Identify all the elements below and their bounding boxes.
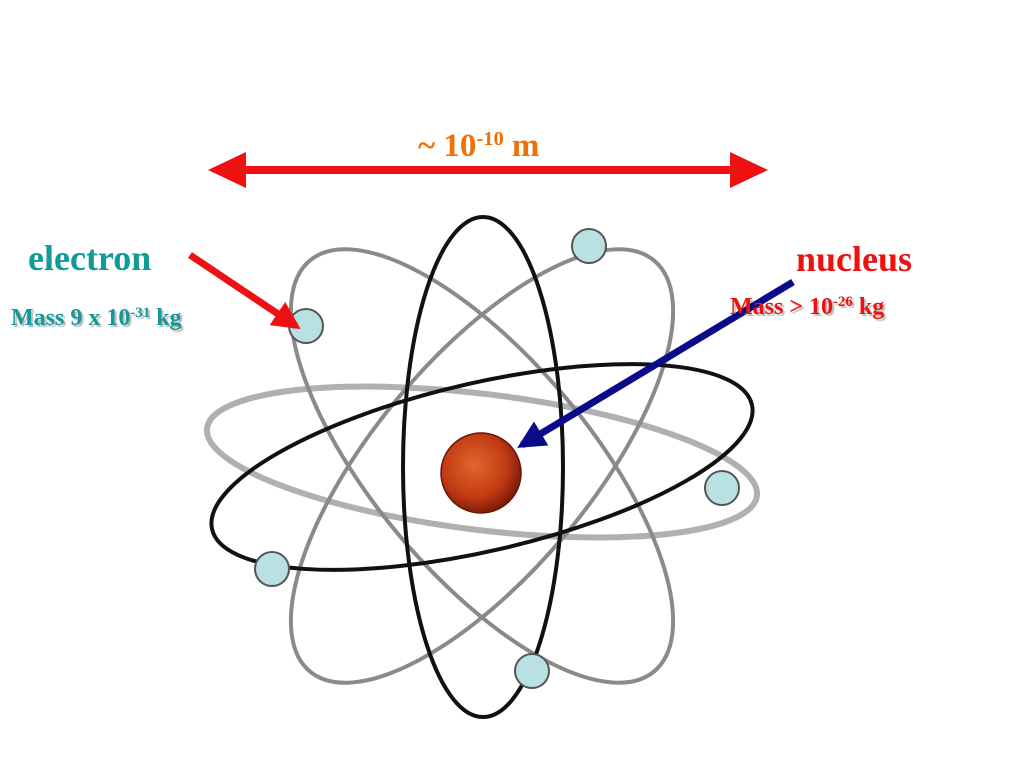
nucleus-mass-label: Mass > 10-26 kg [730, 293, 885, 320]
orbit-diagonal-right [288, 247, 676, 685]
scale-label-prefix: ~ 10 [418, 128, 477, 164]
electron-label: electron [28, 238, 152, 278]
orbits [203, 215, 761, 719]
electron-mass-prefix: Mass 9 x 10 [11, 305, 131, 331]
electron-mass-label: Mass 9 x 10-31 kg [11, 304, 182, 331]
scale-label-unit: m [503, 128, 540, 164]
electron-mass-exponent: -31 [130, 304, 151, 321]
electron-dot [514, 653, 550, 689]
nucleus-mass-unit: kg [852, 294, 885, 320]
electron-pointer-arrow [188, 252, 301, 330]
orbit-tilted-black [209, 362, 755, 572]
nucleus-pointer-arrow [517, 279, 795, 448]
nucleus-mass-prefix: Mass > 10 [730, 294, 834, 320]
nucleus-label: nucleus [796, 239, 913, 279]
nucleus-mass-exponent: -26 [833, 293, 853, 310]
electron-mass-unit: kg [150, 305, 182, 331]
electron-dot [571, 228, 607, 264]
electron-dot [254, 551, 290, 587]
orbit-horizontal-gray [203, 383, 761, 541]
nucleus-sphere [440, 432, 522, 514]
scale-label: ~ 10-10 m [418, 127, 540, 164]
orbit-diagonal-left [288, 247, 676, 685]
electron-dot [704, 470, 740, 506]
scale-arrow [208, 152, 768, 188]
scale-label-exponent: -10 [476, 127, 504, 150]
orbit-vertical [401, 215, 565, 719]
